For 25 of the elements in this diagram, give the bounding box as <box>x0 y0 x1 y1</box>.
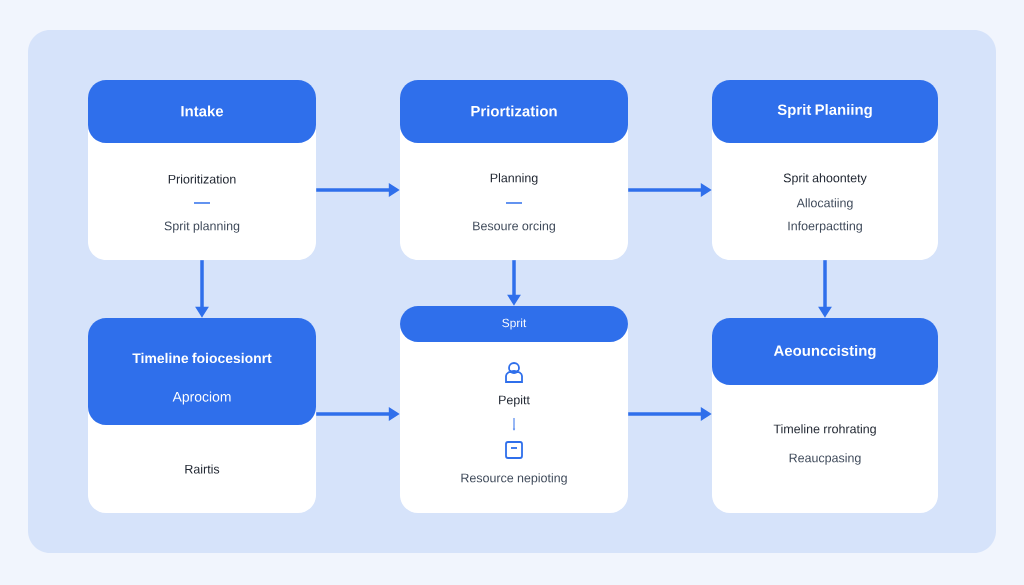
process-card <box>400 306 628 513</box>
card-text: Rairtis <box>185 464 220 474</box>
card-text: Resource nepioting <box>461 473 567 485</box>
process-card <box>400 80 628 260</box>
process-card <box>88 318 316 513</box>
card-text: Besoure orcing <box>473 221 555 233</box>
process-card <box>88 80 316 260</box>
card-text: Sprit planning <box>164 221 240 233</box>
process-card <box>712 318 938 513</box>
card-heading: Intake <box>181 105 224 117</box>
card-heading: Aeounccisting <box>773 345 876 359</box>
card-text: Planning <box>490 173 538 185</box>
card-heading: Timeline foiocesionrt <box>132 352 272 364</box>
card-text: Reaucpasing <box>789 453 861 465</box>
process-card <box>712 80 938 260</box>
card-text: Aprociom <box>172 391 231 405</box>
card-text: Allocatiing <box>796 198 853 210</box>
card-text: Prioritization <box>168 174 236 184</box>
card-text: Pepitt <box>499 395 530 407</box>
card-text: Infoerpactting <box>788 221 862 233</box>
card-text: Timeline rrohrating <box>773 424 876 436</box>
card-heading: Sprit Planiing <box>777 104 872 118</box>
card-heading: Sprit <box>502 318 527 330</box>
card-text: Sprit ahoontety <box>783 173 867 185</box>
card-heading: Priortization <box>471 105 557 117</box>
